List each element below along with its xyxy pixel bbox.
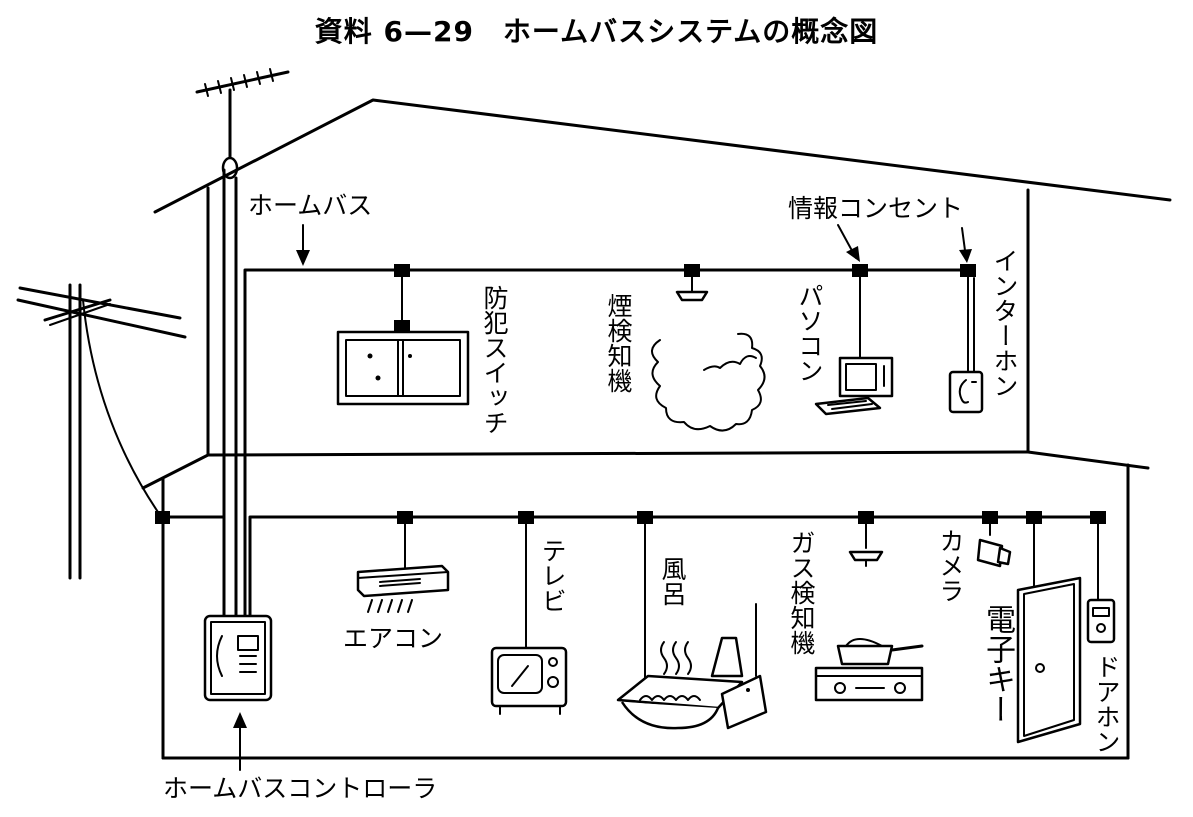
- utility-pole: [16, 283, 187, 580]
- label-tv: テレビ: [538, 538, 567, 613]
- label-controller: ホームバスコントローラ: [163, 774, 438, 803]
- controller-arrow: [233, 712, 247, 771]
- label-air-conditioner: エアコン: [343, 624, 444, 653]
- label-smoke-detector: 煙検知機: [604, 293, 633, 393]
- label-info-outlet: 情報コンセント: [788, 194, 964, 223]
- label-intercom: インターホン: [990, 248, 1019, 398]
- gas-detector-icon: [848, 550, 884, 567]
- label-gas-detector: ガス検知機: [787, 530, 816, 655]
- figure-title: 資料 6—29 ホームバスシステムの概念図: [314, 15, 879, 48]
- house-outline: [141, 98, 1172, 760]
- camera-icon: [976, 538, 1012, 568]
- label-pc: パソコン: [795, 283, 824, 383]
- tv-antenna: [195, 68, 290, 180]
- home-bus-wiring: [161, 168, 1102, 681]
- info-outlet-arrow-2: [959, 227, 972, 263]
- tv-icon: [490, 646, 568, 715]
- intercom-icon: [948, 370, 984, 414]
- label-security-switch: 防犯スイッチ: [480, 285, 509, 435]
- smoke-detector-icon: [675, 287, 709, 302]
- gas-stove-icon: [814, 638, 924, 702]
- label-home-bus: ホームバス: [248, 191, 373, 220]
- doorphone-icon: [1086, 598, 1116, 644]
- service-drop-wire: [82, 299, 161, 516]
- label-camera: カメラ: [936, 528, 965, 603]
- bathtub-icon: [616, 603, 768, 730]
- info-outlet-nodes: [155, 264, 1106, 524]
- label-bath: 風呂: [658, 556, 687, 606]
- home-bus-controller-icon: [203, 614, 273, 702]
- info-outlet-arrow-1: [837, 224, 860, 262]
- home-bus-arrow: [296, 224, 310, 266]
- label-electronic-key: 電子キー: [980, 604, 1015, 724]
- pc-icon: [814, 356, 894, 416]
- smoke-cloud-icon: [651, 332, 766, 432]
- security-window-icon: [336, 330, 470, 406]
- air-conditioner-icon: [356, 564, 450, 613]
- door-icon: [1016, 576, 1082, 744]
- label-door-phone: ドアホン: [1092, 654, 1121, 754]
